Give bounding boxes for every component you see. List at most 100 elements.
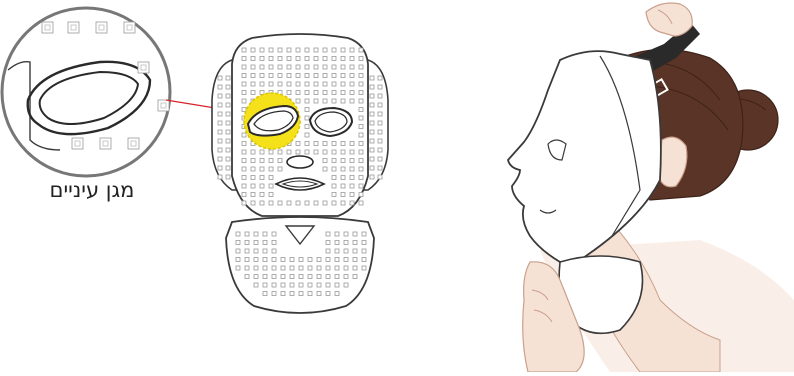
led-square-icon <box>307 282 313 288</box>
led-square-icon <box>277 56 283 61</box>
led-square-icon <box>277 200 283 206</box>
led-square-icon <box>295 64 301 70</box>
led-square-icon <box>369 120 375 126</box>
led-square-icon <box>358 141 364 146</box>
led-square-icon <box>349 141 355 146</box>
led-square-icon <box>289 282 295 288</box>
led-square-icon <box>352 231 358 237</box>
led-square-icon <box>369 102 375 108</box>
led-square-icon <box>325 274 331 279</box>
led-square-icon <box>358 183 364 189</box>
led-square-icon <box>225 129 231 135</box>
led-square-icon <box>352 240 358 245</box>
ear <box>657 136 688 188</box>
led-square-icon <box>298 257 304 262</box>
led-square-icon <box>298 291 304 296</box>
led-square-icon <box>225 93 231 99</box>
led-square-icon <box>253 240 259 245</box>
led-square-icon <box>241 98 247 104</box>
led-square-icon <box>277 73 283 78</box>
led-square-icon <box>250 73 256 78</box>
magnifier-circle-icon <box>0 6 172 178</box>
led-square-icon <box>358 64 364 70</box>
led-square-icon <box>304 81 310 87</box>
led-square-icon <box>313 149 319 155</box>
led-square-icon <box>235 248 241 254</box>
led-square-icon <box>259 183 265 189</box>
led-square-icon <box>340 141 346 146</box>
led-square-inner-icon <box>140 64 147 71</box>
led-square-icon <box>325 248 331 254</box>
led-square-icon <box>331 73 337 78</box>
led-square-icon <box>217 93 223 99</box>
led-square-icon <box>340 56 346 61</box>
led-square-icon <box>304 141 310 146</box>
led-square-icon <box>358 166 364 172</box>
led-square-icon <box>369 93 375 99</box>
led-square-icon <box>277 81 283 87</box>
led-square-icon <box>262 282 268 288</box>
led-square-icon <box>322 158 328 163</box>
led-square-icon <box>331 81 337 87</box>
led-square-icon <box>349 64 355 70</box>
led-square-icon <box>268 64 274 70</box>
led-square-icon <box>244 274 250 279</box>
left-eye-shield-inner <box>253 110 294 132</box>
led-square-icon <box>377 75 383 81</box>
led-square-icon <box>322 81 328 87</box>
led-square-icon <box>241 149 247 155</box>
led-square-icon <box>307 257 313 262</box>
led-square-icon <box>286 200 292 206</box>
led-square-icon <box>259 149 265 155</box>
led-square-icon <box>369 75 375 81</box>
led-square-icon <box>253 248 259 254</box>
led-square-icon <box>358 175 364 180</box>
led-square-icon <box>377 147 383 153</box>
mask-side-edge <box>599 55 641 237</box>
led-square-icon <box>217 174 223 180</box>
led-square-icon <box>340 81 346 87</box>
led-square-icon <box>304 115 310 121</box>
led-square-icon <box>340 98 346 104</box>
led-square-icon <box>259 81 265 87</box>
led-square-icon <box>369 174 375 180</box>
led-square-icon <box>377 84 383 90</box>
neck-piece <box>225 216 375 314</box>
led-square-icon <box>280 265 286 271</box>
led-square-icon <box>250 47 256 53</box>
led-square-icon <box>377 120 383 126</box>
led-square-icon <box>225 138 231 144</box>
led-square-icon <box>343 274 349 279</box>
led-square-icon <box>241 56 247 61</box>
led-square-icon <box>304 47 310 53</box>
led-square-icon <box>334 231 340 237</box>
led-square-icon <box>241 158 247 163</box>
led-square-icon <box>259 47 265 53</box>
led-square-icon <box>286 47 292 53</box>
led-square-icon <box>322 73 328 78</box>
led-square-icon <box>295 141 301 146</box>
led-square-icon <box>271 291 277 296</box>
led-square-icon <box>244 265 250 271</box>
led-square-icon <box>250 56 256 61</box>
led-square-icon <box>268 47 274 53</box>
led-square-icon <box>358 132 364 138</box>
led-square-icon <box>262 248 268 254</box>
led-square-icon <box>286 56 292 61</box>
led-square-icon <box>369 165 375 171</box>
led-square-icon <box>313 64 319 70</box>
led-square-icon <box>277 64 283 70</box>
led-square-icon <box>259 90 265 95</box>
led-square-icon <box>298 265 304 271</box>
led-square-icon <box>217 156 223 162</box>
led-square-icon <box>259 192 265 197</box>
led-square-icon <box>313 141 319 146</box>
led-square-icon <box>331 158 337 163</box>
magnifier-mask-edge <box>7 60 61 151</box>
led-square-icon <box>325 257 331 262</box>
led-square-icon <box>289 291 295 296</box>
led-square-icon <box>361 265 367 271</box>
led-square-icon <box>271 231 277 237</box>
led-square-icon <box>253 265 259 271</box>
